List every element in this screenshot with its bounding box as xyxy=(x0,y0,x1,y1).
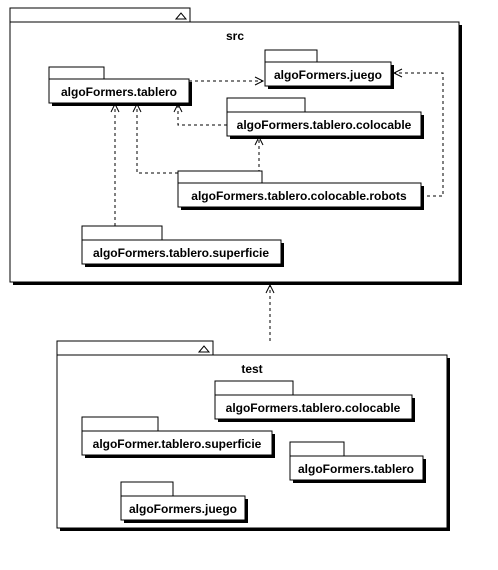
frame-test-title: test xyxy=(241,362,262,376)
collapse-triangle-icon[interactable] xyxy=(174,12,188,20)
package-test-tablero[interactable]: algoFormers.tablero xyxy=(289,441,426,483)
package-src-juego[interactable]: algoFormers.juego xyxy=(264,49,394,89)
package-label: algoFormers.tablero xyxy=(298,462,414,476)
package-tab xyxy=(226,97,306,113)
package-label: algoFormers.tablero xyxy=(61,85,177,99)
package-test-juego[interactable]: algoFormers.juego xyxy=(120,481,248,523)
package-tab xyxy=(48,66,105,80)
collapse-triangle-icon[interactable] xyxy=(197,345,211,353)
package-test-superficie[interactable]: algoFormer.tablero.superficie xyxy=(81,416,275,458)
frame-test-shadow-bottom xyxy=(60,528,450,531)
package-tab xyxy=(214,380,294,396)
frame-src-shadow-bottom xyxy=(13,282,462,285)
package-src-tablero[interactable]: algoFormers.tablero xyxy=(48,66,192,106)
package-label: algoFormers.tablero.colocable xyxy=(226,401,401,415)
frame-src-shadow-right xyxy=(459,25,462,285)
package-test-colocable[interactable]: algoFormers.tablero.colocable xyxy=(214,380,415,422)
package-src-superficie[interactable]: algoFormers.tablero.superficie xyxy=(81,225,284,267)
frame-src-title: src xyxy=(226,29,244,43)
package-tab xyxy=(120,481,174,497)
package-label: algoFormers.tablero.colocable.robots xyxy=(191,189,407,203)
arrow-head-icon xyxy=(254,76,265,86)
package-label: algoFormers.juego xyxy=(129,502,237,516)
dep-robots-juego-line xyxy=(394,72,444,197)
package-label: algoFormers.tablero.superficie xyxy=(93,246,269,260)
package-tab xyxy=(264,49,318,63)
frame-test-tab xyxy=(56,340,214,356)
package-label: algoFormer.tablero.superficie xyxy=(93,437,262,451)
package-tab xyxy=(81,225,163,241)
package-tab xyxy=(289,441,345,457)
package-label: algoFormers.tablero.colocable xyxy=(237,118,412,132)
package-src-robots[interactable]: algoFormers.tablero.colocable.robots xyxy=(177,170,424,210)
dep-colocable-tablero-line xyxy=(177,104,227,126)
package-src-colocable[interactable]: algoFormers.tablero.colocable xyxy=(226,97,424,139)
dep-robots-tablero-line xyxy=(136,104,178,174)
arrow-head-icon xyxy=(265,283,275,294)
package-tab xyxy=(81,416,159,432)
package-tab xyxy=(177,170,263,184)
frame-src-tab xyxy=(9,7,191,23)
frame-test-shadow-right xyxy=(447,358,450,531)
dependency-test-src xyxy=(265,283,275,341)
package-label: algoFormers.juego xyxy=(274,68,382,82)
